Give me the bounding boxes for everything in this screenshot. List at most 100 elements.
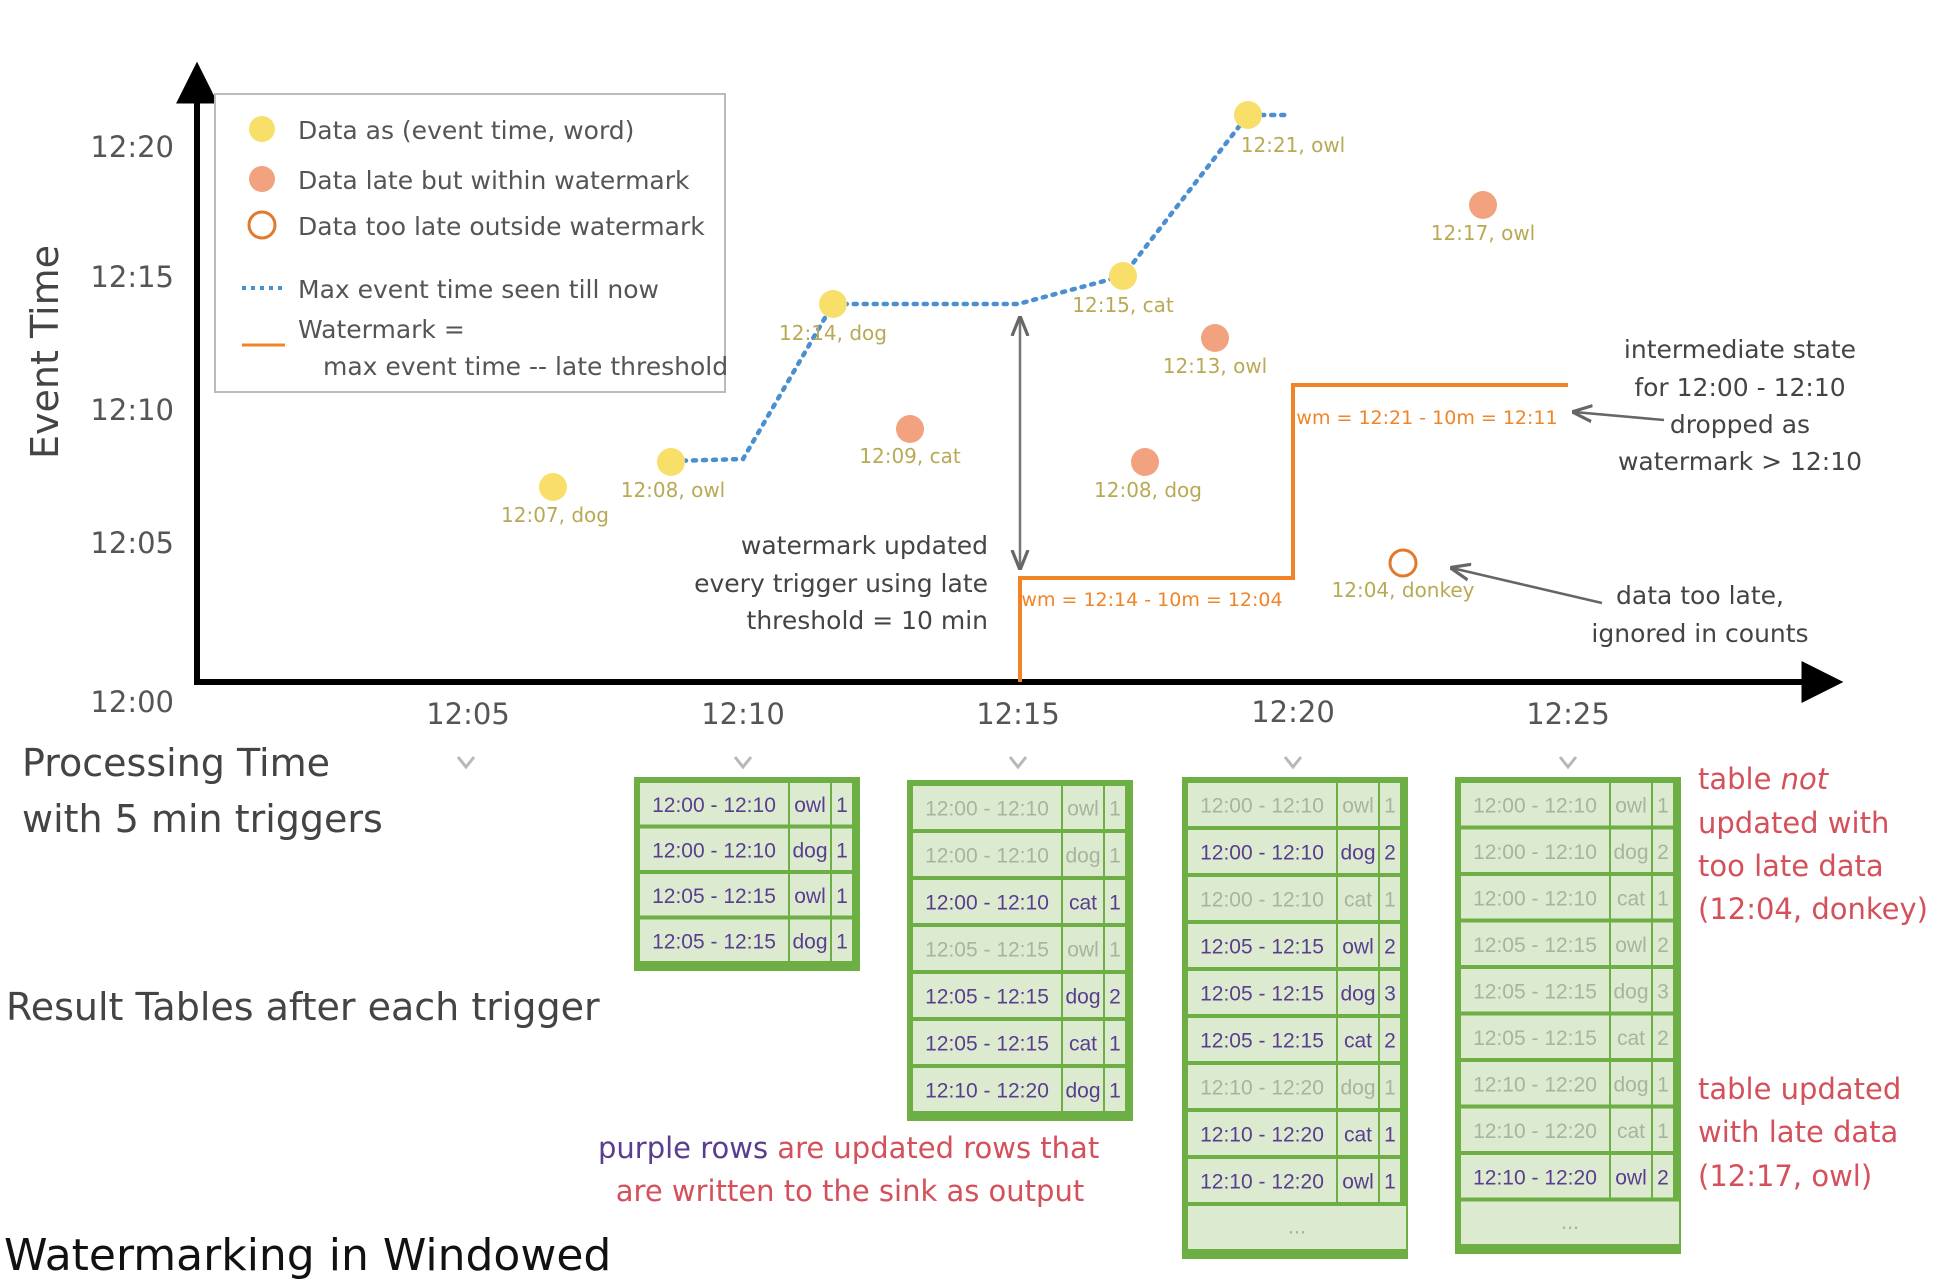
table-cell-text: 1 <box>1384 1077 1396 1100</box>
table-cell <box>1338 924 1378 967</box>
table-cell <box>1461 1108 1609 1151</box>
annotation-watermark-updated: watermark updated every trigger using la… <box>694 531 988 635</box>
table-cell-text: 1 <box>1109 845 1121 868</box>
table-cell <box>832 783 852 825</box>
table-cell-text: 12:05 - 12:15 <box>1473 980 1597 1003</box>
purple-rows-text: are updated rows that <box>768 1131 1099 1165</box>
table-cell-text: 1 <box>1384 795 1396 818</box>
table-cell <box>1461 783 1609 826</box>
table-cell <box>1611 829 1651 872</box>
table-cell <box>1380 1159 1400 1202</box>
result-tables-label: Result Tables after each trigger <box>6 985 600 1029</box>
point-1213-owl <box>1201 324 1229 352</box>
chevron-down-icon <box>733 756 753 770</box>
table-cell-text: dog <box>1613 1073 1648 1096</box>
table-cell-text: 3 <box>1657 980 1669 1003</box>
y-tick-1210: 12:10 <box>90 393 174 427</box>
table-cell-text: 1 <box>1109 1033 1121 1056</box>
table-cell <box>832 828 852 870</box>
legend-too-late-marker <box>247 210 277 240</box>
table-cell <box>1188 971 1336 1014</box>
table-cell <box>1653 783 1673 826</box>
note-not-updated: table not updated with too late data (12… <box>1698 762 1928 926</box>
table-cell-text: 12:05 - 12:15 <box>1200 1030 1324 1053</box>
y-tick-1215: 12:15 <box>90 260 174 294</box>
table-cell <box>1653 1108 1673 1151</box>
note-line: with late data <box>1698 1115 1898 1149</box>
table-cell <box>1063 974 1103 1017</box>
table-cell-text: 1 <box>1109 798 1121 821</box>
table-cell-text: 12:05 - 12:15 <box>1473 934 1597 957</box>
annotation-too-late: data too late, ignored in counts <box>1591 581 1808 648</box>
table-cell <box>1338 1112 1378 1155</box>
point-label: 12:15, cat <box>1072 293 1174 317</box>
table-cell <box>1338 971 1378 1014</box>
table-row: 12:00 - 12:10 dog 2 <box>1188 830 1400 873</box>
table-cell <box>1611 1015 1651 1058</box>
table-ellipsis-row <box>1461 1201 1679 1244</box>
table-cell-text: 1 <box>1109 939 1121 962</box>
table-cell <box>1063 927 1103 970</box>
table-cell <box>1461 1155 1609 1198</box>
table-cell-text: 12:00 - 12:10 <box>652 839 776 862</box>
note-line: table not <box>1698 762 1830 796</box>
table-cell-text: 12:00 - 12:10 <box>925 892 1049 915</box>
page-title: Watermarking in Windowed <box>4 1230 611 1280</box>
annotation-state-dropped: intermediate state for 12:00 - 12:10 dro… <box>1618 335 1862 476</box>
max-event-time-line <box>670 112 1293 464</box>
table-cell <box>790 783 830 825</box>
table-cell-text: 12:05 - 12:15 <box>925 1033 1049 1056</box>
point-label: 12:08, owl <box>621 478 726 502</box>
table-cell-text: cat <box>1344 1030 1372 1053</box>
table-cell <box>640 783 788 825</box>
table-cell-text: 12:00 - 12:10 <box>1200 842 1324 865</box>
table-cell <box>1338 830 1378 873</box>
table-cell <box>1653 876 1673 919</box>
point-0710-dog <box>539 473 567 501</box>
table-cell <box>913 833 1061 876</box>
legend: Data as (event time, word) Data late but… <box>214 93 728 393</box>
table-cell <box>1063 1068 1103 1111</box>
table-cell-text: dog <box>1065 845 1100 868</box>
x-tick-1220: 12:20 <box>1251 695 1335 729</box>
table-cell-text: owl <box>1615 934 1647 957</box>
table-cell <box>640 919 788 961</box>
table-cell-text: 2 <box>1657 841 1669 864</box>
table-cell-text: 12:00 - 12:10 <box>1473 794 1597 817</box>
table-cell <box>1105 927 1125 970</box>
table-cell-text: cat <box>1617 887 1645 910</box>
point-1204-donkey <box>1388 548 1418 578</box>
legend-watermark-label: Watermark = <box>298 315 465 344</box>
table-cell-text: 12:05 - 12:15 <box>925 986 1049 1009</box>
table-cell <box>1461 1015 1609 1058</box>
note-line: (12:17, owl) <box>1698 1159 1872 1193</box>
table-cell-text: cat <box>1069 892 1097 915</box>
table-cell-text: dog <box>1613 980 1648 1003</box>
purple-rows-note: purple rows are updated rows that <box>598 1131 1099 1165</box>
table-cell-text: dog <box>1340 842 1375 865</box>
legend-box <box>214 93 726 393</box>
table-cell <box>1380 877 1400 920</box>
table-cell-text: 2 <box>1384 842 1396 865</box>
table-cell-text: 12:10 - 12:20 <box>1200 1124 1324 1147</box>
y-axis-label: Event Time <box>23 245 67 459</box>
table-cell <box>1461 922 1609 965</box>
table-cell <box>1188 924 1336 967</box>
table-cell <box>1188 1112 1336 1155</box>
table-cell-text: 12:05 - 12:15 <box>925 939 1049 962</box>
table-cell <box>1338 1018 1378 1061</box>
table-cell <box>1653 1155 1673 1198</box>
table-cell <box>1105 833 1125 876</box>
table-cell <box>1105 880 1125 923</box>
